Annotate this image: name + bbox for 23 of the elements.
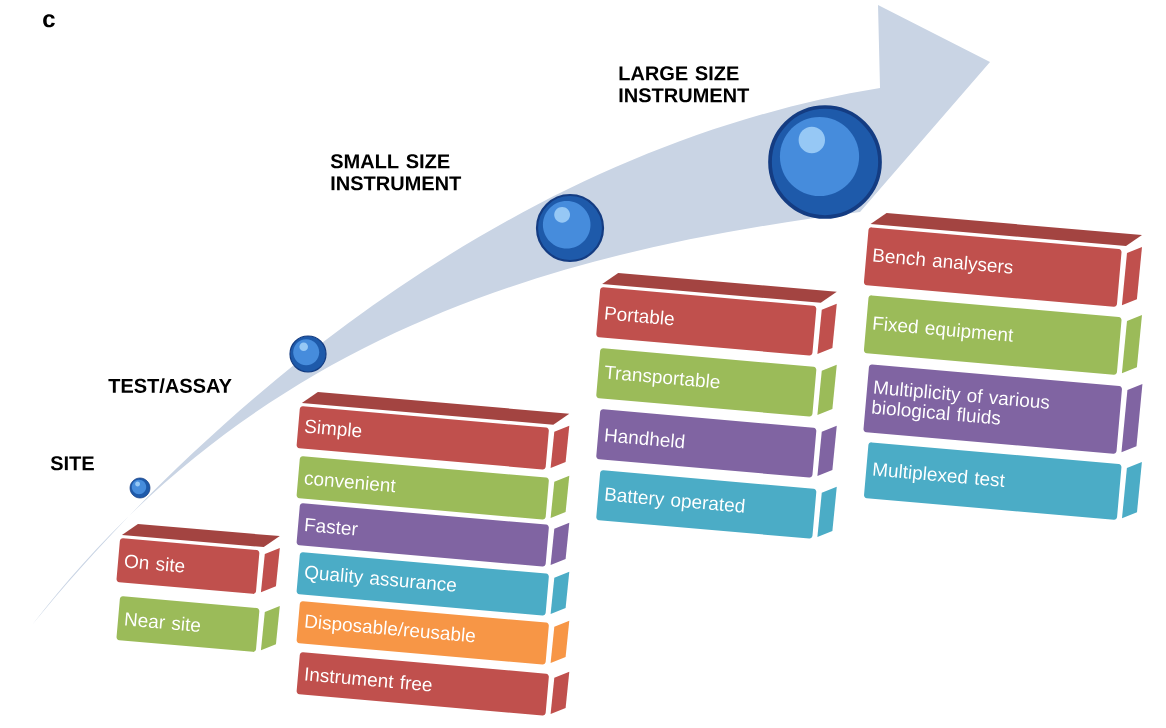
label-block: Near site xyxy=(116,596,280,652)
sphere xyxy=(535,193,605,263)
label-block: Instrument free xyxy=(296,652,570,716)
label-block: Fixed equipment xyxy=(863,295,1142,375)
label-block: Transportable xyxy=(596,348,837,417)
stage-heading: SMALL SIZE INSTRUMENT xyxy=(330,154,462,191)
label-block: Multiplicity of various biological fluids xyxy=(863,364,1143,454)
label-block: Faster xyxy=(296,503,570,567)
stage-heading: SITE xyxy=(50,456,94,471)
sphere xyxy=(768,105,882,219)
stage-heading: LARGE SIZE INSTRUMENT xyxy=(619,66,750,103)
panel-letter: c xyxy=(43,14,55,28)
sphere xyxy=(129,477,151,499)
stage-heading: TEST/ASSAY xyxy=(108,378,232,394)
label-block: Bench analysers xyxy=(863,212,1142,307)
label-block: Multiplexed test xyxy=(864,442,1142,520)
label-block: Handheld xyxy=(596,409,837,478)
label-block: Disposable/reusable xyxy=(296,601,570,665)
label-block: Battery operated xyxy=(596,470,837,539)
label-block: On site xyxy=(116,523,280,594)
label-block: Portable xyxy=(596,272,837,356)
label-block: Simple xyxy=(296,391,570,470)
sphere xyxy=(289,335,327,373)
